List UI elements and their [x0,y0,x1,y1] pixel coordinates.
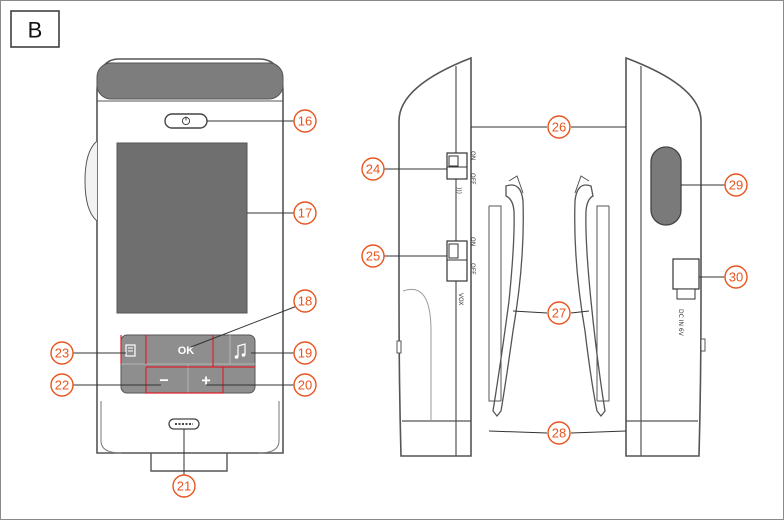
svg-text:22: 22 [55,378,69,393]
switch-25[interactable] [446,240,468,282]
callout-29: 29 [724,173,748,197]
switch-24-on-label: ON [469,151,476,160]
svg-text:20: 20 [298,378,312,393]
power-button[interactable] [164,113,208,129]
svg-text:28: 28 [552,426,566,441]
callout-26: 26 [547,115,571,139]
svg-text:19: 19 [298,346,312,361]
ok-button[interactable]: OK [178,345,195,357]
belt-clip-right [574,184,606,418]
svg-text:26: 26 [552,120,566,135]
svg-text:25: 25 [366,249,380,264]
callout-25: 25 [361,244,385,268]
callout-23: 23 [50,341,74,365]
svg-text:23: 23 [55,346,69,361]
panel-label: B [28,18,43,43]
switch-24-off-label: OFF [469,173,476,185]
volume-buttons-outline [145,367,224,394]
callout-20: 20 [293,373,317,397]
side-grip [84,140,98,222]
panel-label-box [10,10,60,48]
dc-in-port[interactable] [672,258,700,300]
callout-27: 27 [547,301,571,325]
top-speaker-grille [96,62,284,100]
dc-in-marking: DC IN 6V [677,309,684,337]
leader-lines [73,120,725,475]
svg-text:30: 30 [729,270,743,285]
callout-24: 24 [361,157,385,181]
callouts: 16 17 18 19 20 21 22 23 [50,109,748,498]
front-base [150,453,228,472]
switch-25-off-label: OFF [469,263,476,275]
svg-text:16: 16 [298,114,312,129]
callout-21: 21 [172,474,196,498]
callout-19: 19 [293,341,317,365]
switch-25-marking: VOX [457,293,464,305]
display-screen [116,142,248,314]
callout-18: 18 [293,289,317,313]
switch-24[interactable] [446,152,468,180]
front-view: OK − + [84,58,284,472]
callout-30: 30 [724,265,748,289]
callout-16: 16 [293,109,317,133]
callout-17: 17 [293,201,317,225]
side-view-left: ON OFF ))) ON OFF VOX [396,56,524,457]
svg-text:21: 21 [177,479,191,494]
menu-button-icon[interactable] [125,344,136,357]
svg-text:24: 24 [366,162,380,177]
switch-24-marking: ))) [455,187,462,194]
minus-button[interactable]: − [159,373,168,390]
svg-text:17: 17 [298,206,312,221]
plus-button[interactable]: + [201,373,210,390]
side-button-29[interactable] [650,146,682,226]
belt-clip-left [492,184,524,418]
callout-22: 22 [50,373,74,397]
switch-25-on-label: ON [469,237,476,246]
side-view-right: DC IN 6V [574,56,706,457]
svg-text:29: 29 [729,178,743,193]
music-button-icon[interactable] [234,343,246,359]
svg-text:27: 27 [552,306,566,321]
side-body-right [625,56,702,457]
svg-text:18: 18 [298,294,312,309]
callout-28: 28 [547,421,571,445]
power-icon [181,116,191,126]
